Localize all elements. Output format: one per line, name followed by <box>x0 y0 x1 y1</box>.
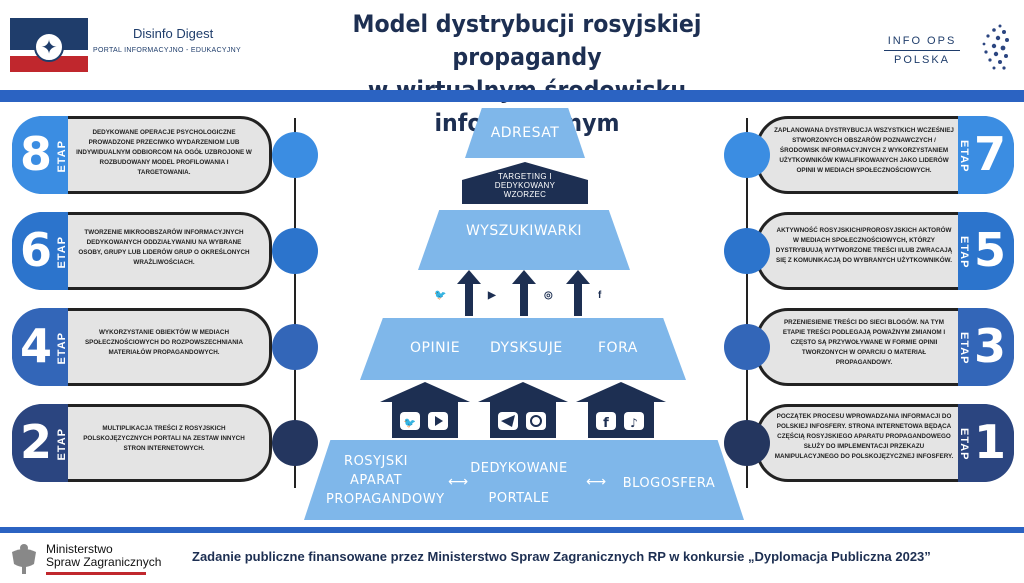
stage-card-5: 5 ETAP Aktywność rosyjskich/prorosyjskic… <box>756 212 1014 290</box>
stage-card-6: 6 ETAP Tworzenie mikroobszarów informacy… <box>12 212 282 290</box>
timeline-dot <box>724 420 770 466</box>
targeting-house <box>462 162 588 204</box>
stage-card-2: 2 ETAP Multiplikacja treści z rosyjskich… <box>12 404 282 482</box>
level-label-portale: DEDYKOWANE PORTALE <box>470 461 568 506</box>
stage-label: ETAP <box>56 140 68 173</box>
timeline-dot <box>272 324 318 370</box>
stage-number: 7 <box>973 127 1006 181</box>
polish-eagle-logo <box>12 544 36 574</box>
ministry-name: Ministerstwo Spraw Zagranicznych <box>46 542 162 569</box>
house-twitter-youtube: 🐦 <box>380 382 470 438</box>
up-arrow-icon <box>566 270 590 284</box>
timeline-dot <box>272 228 318 274</box>
stage-label: ETAP <box>56 332 68 365</box>
level-label-blogosfera: BLOGOSFERA <box>622 476 716 491</box>
left-timeline <box>294 118 296 488</box>
stage-description: Wykorzystanie obiektów w mediach społecz… <box>84 329 244 356</box>
stage-label: ETAP <box>958 236 970 269</box>
twitter-icon: 🐦 <box>434 290 447 301</box>
level-label-opinie: OPINIE <box>410 340 461 356</box>
stage-number: 8 <box>20 127 53 181</box>
level-label-fora: FORA <box>598 340 638 356</box>
ministry-accent-line <box>46 572 146 575</box>
timeline-dot <box>724 324 770 370</box>
stage-description: Aktywność rosyjskich/prorosyjskich aktor… <box>775 227 953 264</box>
header-divider <box>0 90 1024 102</box>
stage-description: Zaplanowana dystrybucja wszystkich wcześ… <box>774 127 954 174</box>
nato-star-icon: ✦ <box>34 32 64 62</box>
stage-label: ETAP <box>958 332 970 365</box>
timeline-dot <box>724 132 770 178</box>
footer-divider <box>0 527 1024 533</box>
timeline-dot <box>272 420 318 466</box>
stage-number: 1 <box>973 415 1006 469</box>
stage-description: Multiplikacja treści z rosyjskich polsko… <box>83 425 245 452</box>
svg-text:f: f <box>603 416 609 431</box>
house-telegram-instagram <box>478 382 568 438</box>
stage-card-4: 4 ETAP Wykorzystanie obiektów w mediach … <box>12 308 282 386</box>
funding-note: Zadanie publiczne finansowane przez Mini… <box>192 549 931 564</box>
pyramid-level-base: ROSYJSKI APARAT PROPAGANDOWY DEDYKOWANE … <box>304 440 744 520</box>
stage-description: Tworzenie mikroobszarów informacyjnych d… <box>78 229 250 266</box>
house-facebook-tiktok: f ♪ <box>576 382 666 438</box>
stage-label: ETAP <box>958 140 970 173</box>
stage-description: Przeniesienie treści do sieci blogów. Na… <box>782 319 946 366</box>
stage-number: 3 <box>973 319 1006 373</box>
stage-description: Dedykowane operacje psychologiczne prowa… <box>76 129 252 176</box>
svg-text:♪: ♪ <box>630 416 638 430</box>
right-timeline <box>746 118 748 488</box>
nato-flag-logo: ✦ <box>10 18 88 72</box>
timeline-dot <box>272 132 318 178</box>
level-label-dyskusje: DYSKSUJE <box>490 340 563 356</box>
stage-number: 6 <box>20 223 53 277</box>
level-label-aparat: ROSYJSKI APARAT PROPAGANDOWY <box>326 454 445 507</box>
brand-subtitle: PORTAL INFORMACYJNO - EDUKACYJNY <box>93 47 241 54</box>
pyramid-level-adresat: ADRESAT <box>465 108 585 158</box>
stage-card-7: 7 ETAP Zaplanowana dystrybucja wszystkic… <box>756 116 1014 194</box>
stage-label: ETAP <box>56 236 68 269</box>
stage-label: ETAP <box>958 428 970 461</box>
svg-text:🐦: 🐦 <box>404 418 416 429</box>
up-arrow-icon <box>457 270 481 284</box>
stage-label: ETAP <box>56 428 68 461</box>
stage-card-3: 3 ETAP Przeniesienie treści do sieci blo… <box>756 308 1014 386</box>
globe-dots-icon <box>982 24 1009 70</box>
instagram-icon: ◎ <box>544 290 553 301</box>
info-ops-logo: INFO OPS POLSKA <box>880 32 964 69</box>
double-arrow-icon: ⟷ <box>448 474 469 490</box>
targeting-label: TARGETING I DEDYKOWANY WZORZEC <box>494 172 556 199</box>
facebook-icon: f <box>598 290 602 301</box>
pyramid-level-social: OPINIE DYSKSUJE FORA <box>360 318 686 380</box>
up-arrow-icon <box>512 270 536 284</box>
brand-name: Disinfo Digest <box>133 26 214 41</box>
stage-card-8: 8 ETAP Dedykowane operacje psychologiczn… <box>12 116 282 194</box>
stage-number: 2 <box>20 415 53 469</box>
youtube-icon: ▶ <box>488 290 496 301</box>
stage-number: 4 <box>20 319 53 373</box>
timeline-dot <box>724 228 770 274</box>
double-arrow-icon: ⟷ <box>586 474 607 490</box>
pyramid-level-search: WYSZUKIWARKI <box>418 210 630 270</box>
stage-number: 5 <box>973 223 1006 277</box>
stage-card-1: 1 ETAP Początek procesu wprowadzania inf… <box>756 404 1014 482</box>
stage-description: Początek procesu wprowadzania informacji… <box>774 413 954 460</box>
